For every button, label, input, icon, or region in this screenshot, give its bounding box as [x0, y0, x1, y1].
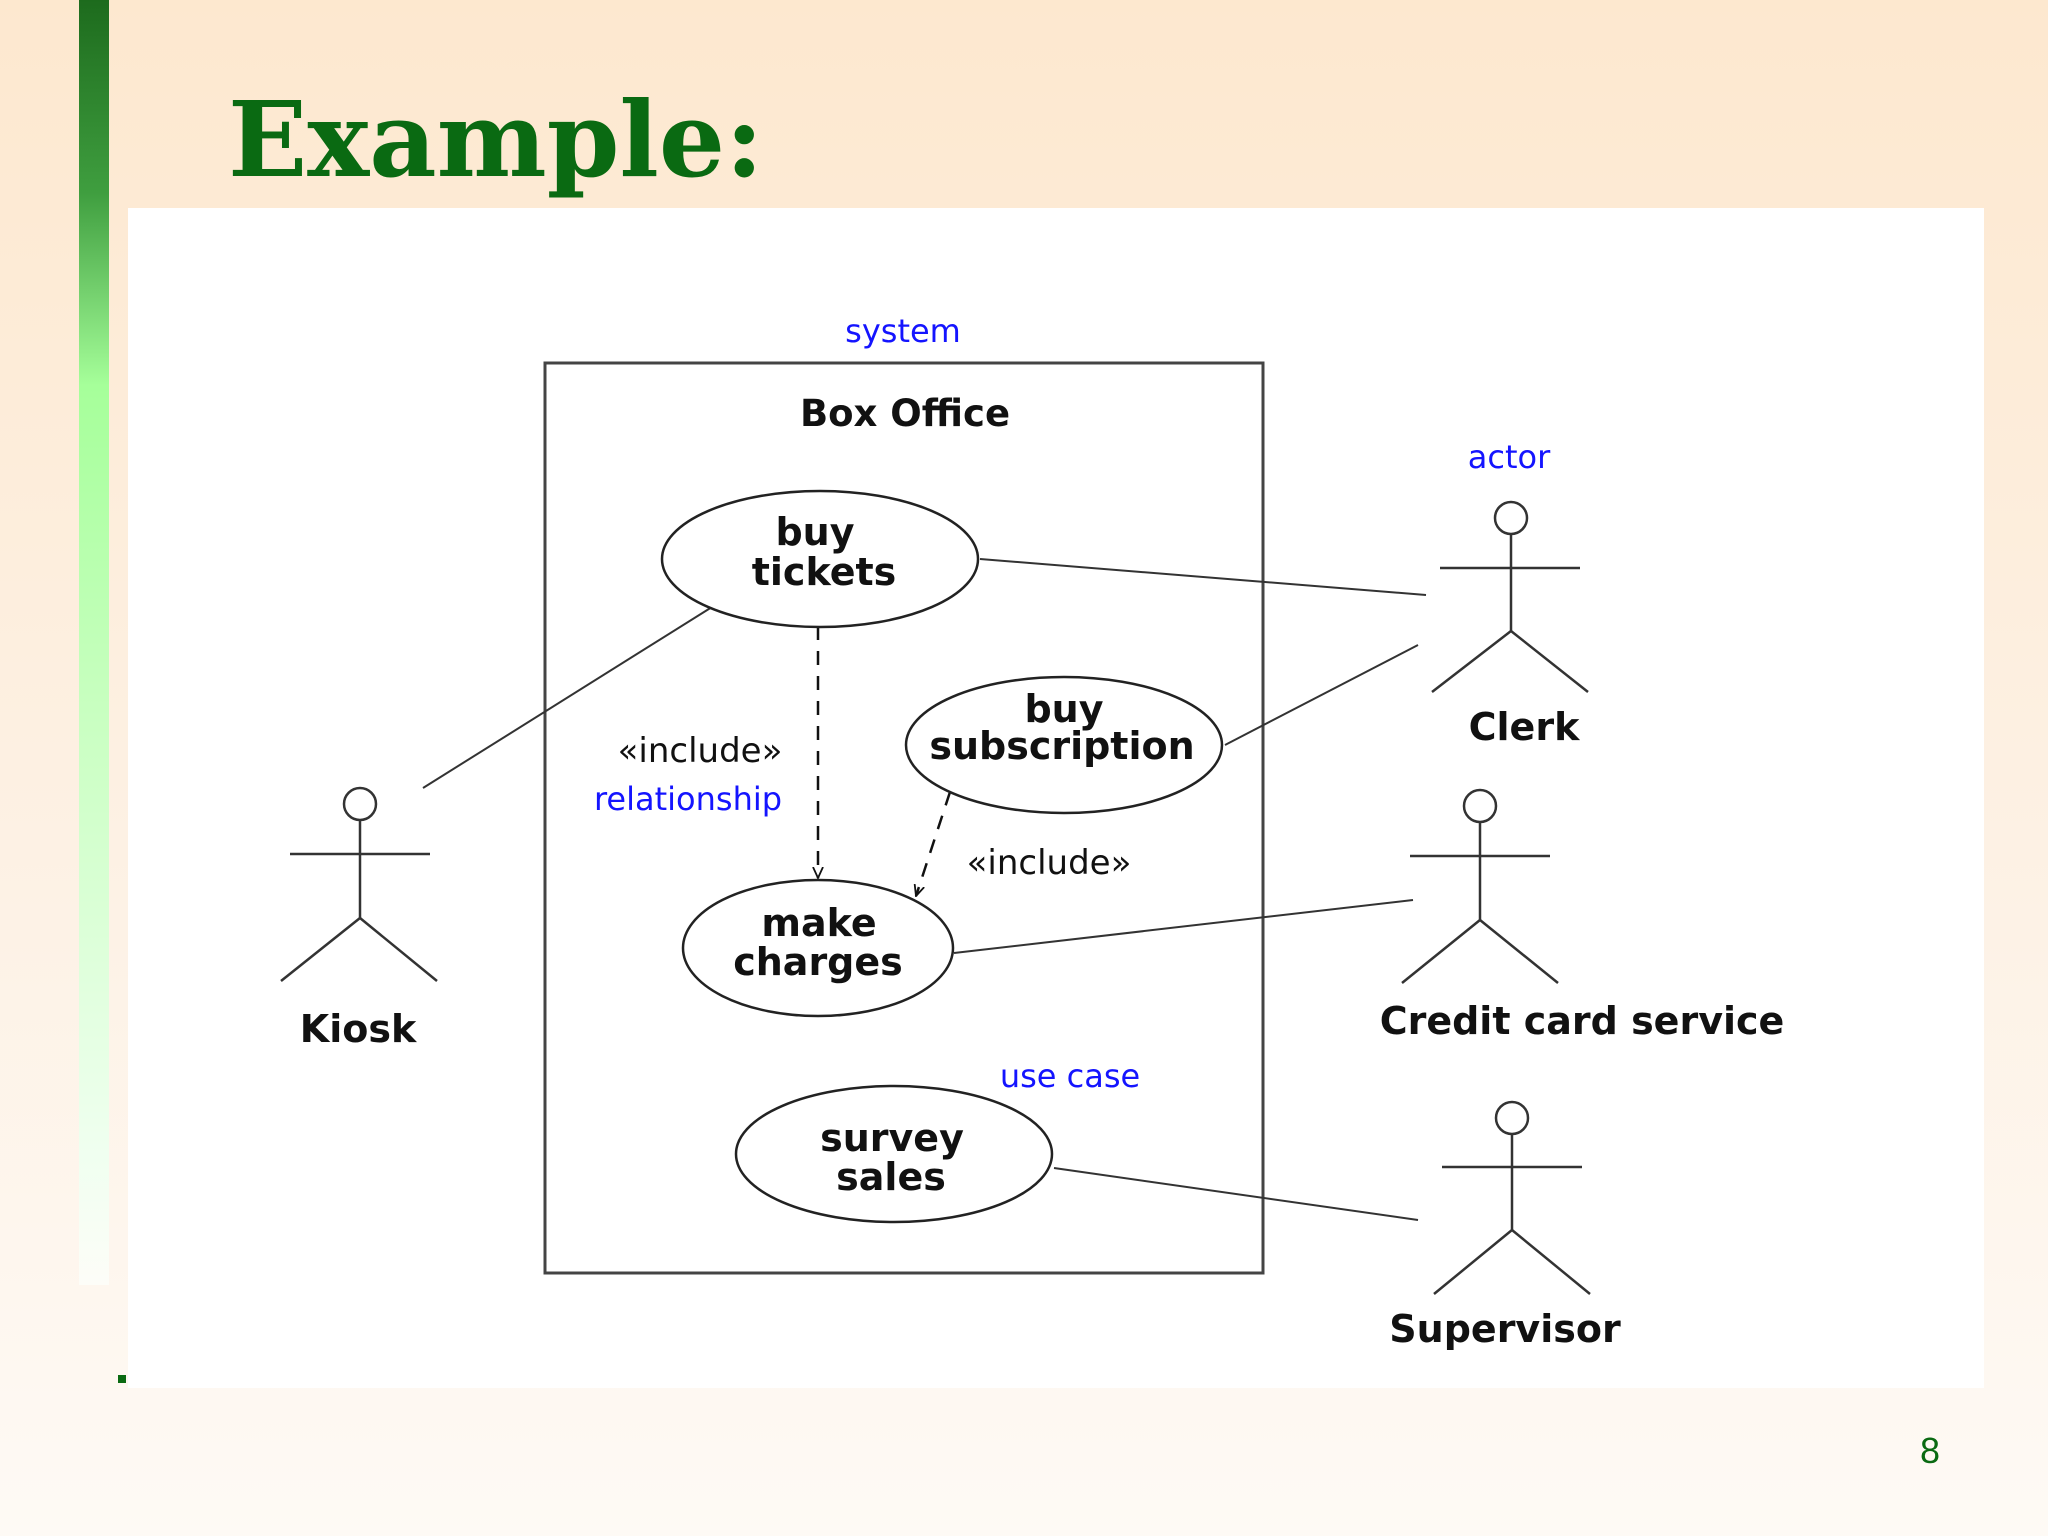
actor-clerk-figure [1431, 500, 1589, 693]
association-survey-sales-supervisor [1053, 1167, 1419, 1221]
association-buy-tickets-kiosk [422, 606, 713, 789]
actor-credit-card-service-figure [1401, 788, 1559, 984]
system-note: system [845, 312, 961, 350]
actor-note: actor [1468, 438, 1551, 476]
bullet-dot [118, 1375, 126, 1383]
use-case-survey-sales [734, 1084, 1054, 1224]
use-case-diagram: system Box Office «include» relationship… [280, 312, 1785, 1351]
left-accent-bar [79, 0, 109, 1285]
system-boundary [543, 361, 1265, 1275]
use-case-buy-tickets [660, 489, 980, 629]
association-buy-subscription-clerk [1224, 644, 1419, 746]
page-number: 8 [1920, 1430, 1941, 1471]
association-buy-tickets-clerk [979, 558, 1427, 596]
system-name: Box Office [800, 392, 1010, 435]
include-dependency-buy-subscription [916, 791, 952, 896]
actor-kiosk-figure [280, 786, 438, 982]
diagram-panel: system Box Office «include» relationship… [128, 208, 1984, 1388]
use-case-buy-subscription-line1: buy [1024, 687, 1103, 731]
use-case-make-charges-line1: make [761, 901, 876, 945]
actor-supervisor-figure [1433, 1100, 1591, 1295]
use-case-buy-subscription-line2: subscription [929, 724, 1194, 768]
use-case-survey-sales-line1: survey [820, 1116, 964, 1160]
actor-kiosk-label: Kiosk [300, 1007, 417, 1051]
use-case-buy-subscription [904, 675, 1224, 815]
actor-credit-card-service-label: Credit card service [1380, 999, 1785, 1043]
actor-supervisor-label: Supervisor [1389, 1307, 1621, 1351]
use-case-buy-tickets-line2: tickets [752, 550, 897, 594]
use-case-buy-tickets-line1: buy [775, 510, 854, 554]
use-case-make-charges [681, 878, 955, 1018]
slide-title: Example: [228, 78, 764, 201]
include-label-left: «include» [618, 731, 783, 771]
relationship-note: relationship [594, 780, 782, 818]
actor-clerk-label: Clerk [1469, 705, 1580, 749]
use-case-note: use case [1000, 1057, 1140, 1095]
use-case-survey-sales-line2: sales [836, 1155, 946, 1199]
association-make-charges-credit-card-service [953, 899, 1414, 954]
include-label-right: «include» [967, 843, 1132, 883]
use-case-make-charges-line2: charges [733, 940, 903, 984]
